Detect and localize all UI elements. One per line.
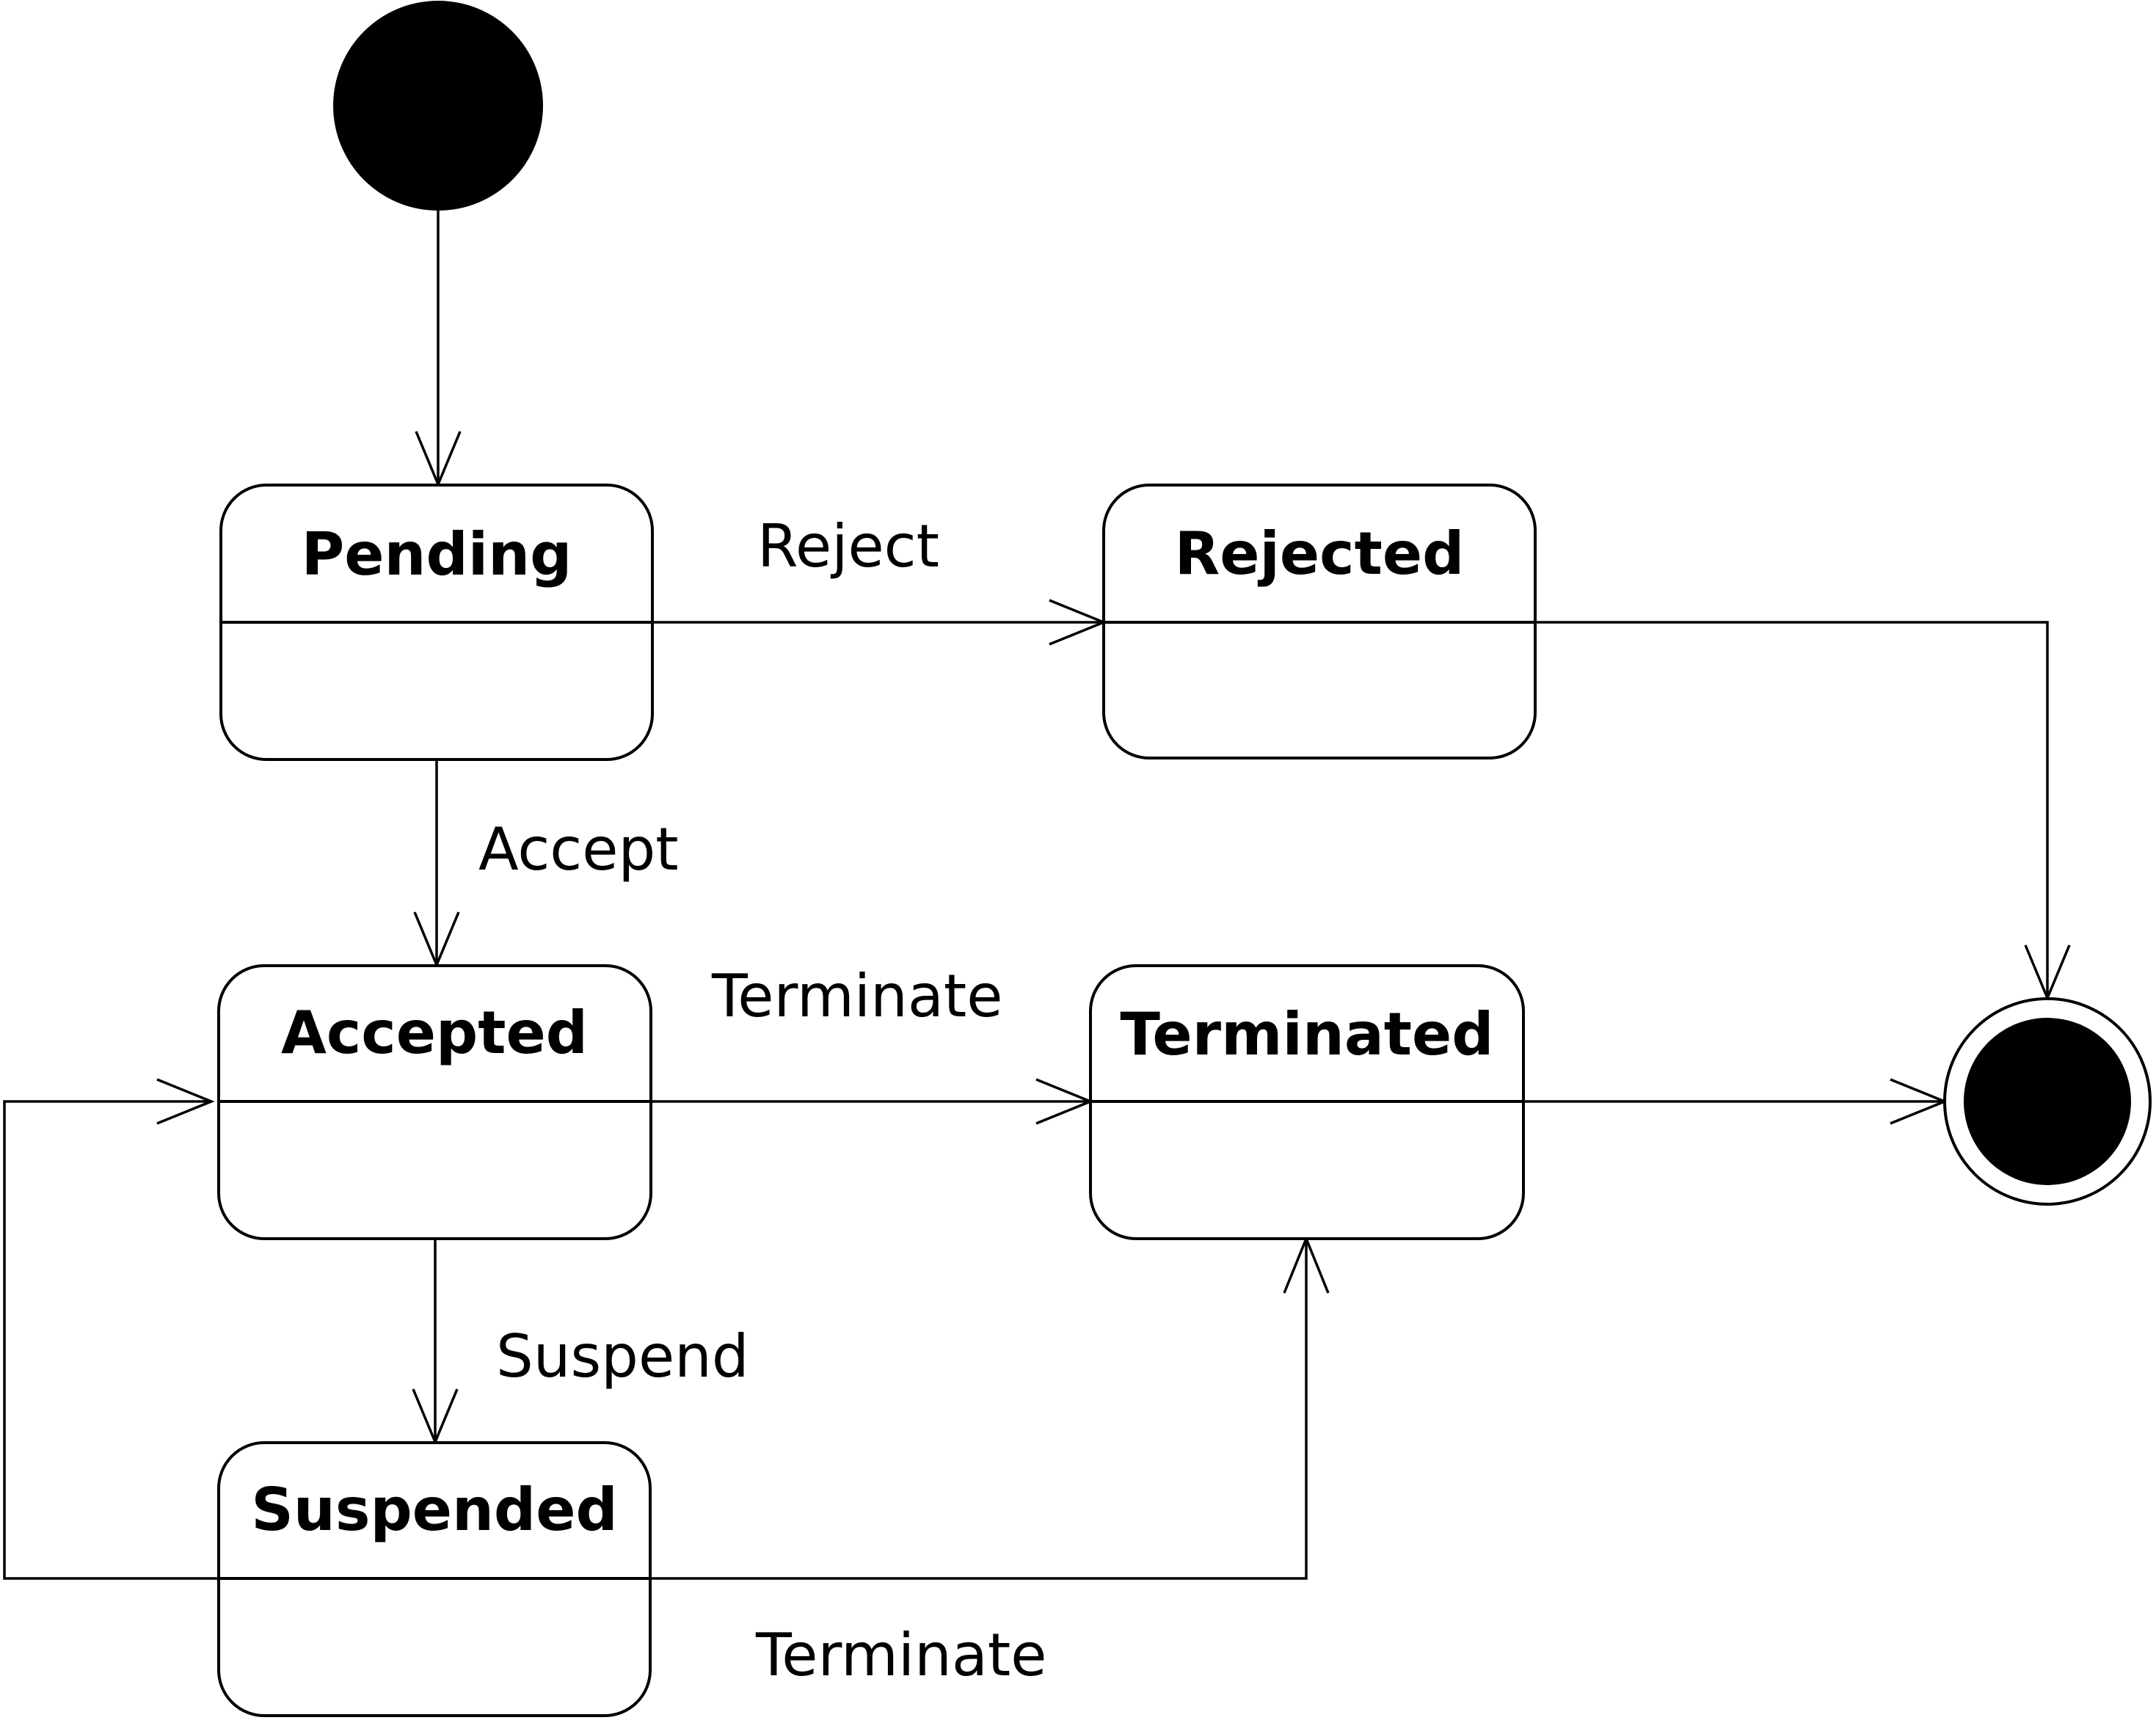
edge-initial-to-pending xyxy=(415,211,462,488)
state-suspended: Suspended xyxy=(217,1441,652,1717)
state-terminated: Terminated xyxy=(1089,964,1525,1240)
state-suspended-name: Suspended xyxy=(251,1476,617,1544)
state-pending-name: Pending xyxy=(302,520,572,589)
label-reject: Reject xyxy=(757,512,939,580)
state-accepted-name: Accepted xyxy=(281,999,588,1067)
state-accepted: Accepted xyxy=(217,964,652,1240)
edge-pending-to-rejected xyxy=(652,599,1107,646)
state-rejected: Rejected xyxy=(1102,484,1537,759)
label-suspend: Suspend xyxy=(496,1322,749,1391)
final-node xyxy=(1943,997,2152,1206)
state-terminated-name: Terminated xyxy=(1120,1000,1493,1068)
edge-accepted-to-terminated xyxy=(651,1078,1094,1125)
initial-node xyxy=(333,1,543,211)
edge-accepted-to-suspended xyxy=(412,1239,459,1446)
label-terminate-suspended: Terminate xyxy=(755,1621,1046,1689)
edge-suspended-to-accepted xyxy=(3,1078,219,1580)
edge-rejected-to-final xyxy=(1535,621,2071,1002)
edge-suspended-to-terminated xyxy=(650,1235,1330,1580)
state-rejected-name: Rejected xyxy=(1175,520,1465,588)
edge-pending-to-accepted xyxy=(413,759,460,969)
label-terminate-accepted: Terminate xyxy=(711,962,1002,1030)
label-accept: Accept xyxy=(478,815,679,884)
edge-terminated-to-final xyxy=(1523,1078,1948,1125)
state-pending: Pending xyxy=(219,484,654,761)
